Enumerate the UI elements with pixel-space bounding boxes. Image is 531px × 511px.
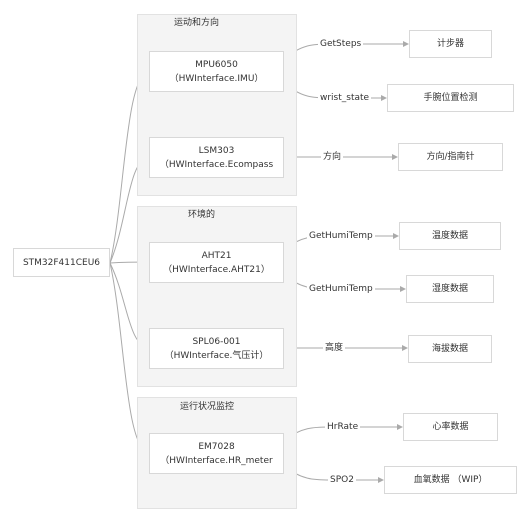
output-node-temperature[interactable]: 温度数据 [399,222,501,250]
sensor-interface: （HWInterface.AHT21） [163,264,270,275]
edge-label-direction: 方向 [321,152,344,163]
output-node-altitude[interactable]: 海拔数据 [408,335,492,363]
edge-label-getsteps: GetSteps [318,39,364,50]
edge-label-gethumitemp-2: GetHumiTemp [307,284,375,295]
output-label: 手腕位置检测 [423,93,478,103]
sensor-interface: （HWInterface.Ecompass [159,159,274,170]
output-label: 计步器 [436,39,464,49]
group-motion-title: 运动和方向 [174,18,220,28]
output-label: 温度数据 [431,231,468,241]
output-node-compass[interactable]: 方向/指南针 [398,143,503,171]
sensor-name: SPL06-001 [192,336,241,347]
edge-label-spo2: SPO2 [328,475,356,486]
output-label: 海拔数据 [431,344,468,354]
output-node-spo2[interactable]: 血氧数据 （WIP） [384,466,517,494]
edge-label-altitude: 高度 [323,343,346,354]
sensor-name: AHT21 [201,250,232,261]
mcu-label: STM32F411CEU6 [22,257,101,268]
edge-label-hrrate: HrRate [325,422,361,433]
output-node-humidity[interactable]: 湿度数据 [406,275,494,303]
sensor-node-spl06[interactable]: SPL06-001 （HWInterface.气压计） [149,328,284,369]
sensor-interface: （HWInterface.HR_meter [160,455,273,466]
output-node-heart-rate[interactable]: 心率数据 [403,413,498,441]
output-label: 方向/指南针 [426,152,475,162]
sensor-interface: （HWInterface.IMU） [169,73,264,84]
output-label: 血氧数据 （WIP） [413,475,488,485]
output-label: 湿度数据 [431,284,468,294]
mcu-node[interactable]: STM32F411CEU6 [13,248,110,277]
output-node-pedometer[interactable]: 计步器 [409,30,492,58]
sensor-node-em7028[interactable]: EM7028 （HWInterface.HR_meter [149,433,284,474]
sensor-node-mpu6050[interactable]: MPU6050 （HWInterface.IMU） [149,51,284,92]
sensor-interface: （HWInterface.气压计） [164,350,269,361]
sensor-name: MPU6050 [195,59,238,70]
edge-label-gethumitemp-1: GetHumiTemp [307,231,375,242]
sensor-name: LSM303 [198,145,235,156]
edge-label-wrist-state: wrist_state [318,93,372,104]
sensor-node-aht21[interactable]: AHT21 （HWInterface.AHT21） [149,242,284,283]
group-health-title: 运行状况监控 [180,402,235,412]
sensor-node-lsm303[interactable]: LSM303 （HWInterface.Ecompass [149,137,284,178]
group-environment-title: 环境的 [188,210,216,220]
output-node-wrist-detect[interactable]: 手腕位置检测 [387,84,514,112]
output-label: 心率数据 [432,422,469,432]
sensor-name: EM7028 [198,441,235,452]
